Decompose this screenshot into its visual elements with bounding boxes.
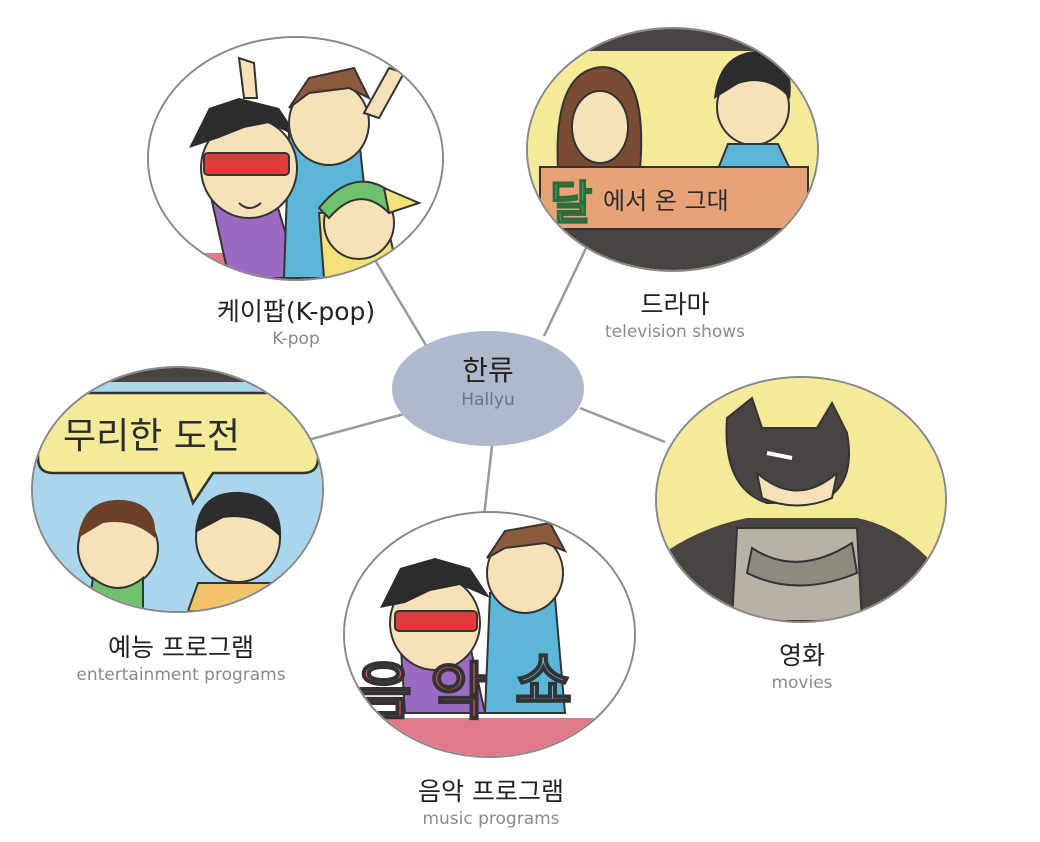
label-drama-ko: 드라마 <box>640 290 710 319</box>
drama-banner-big: 달 <box>550 176 592 230</box>
label-variety: 예능 프로그램 entertainment programs <box>21 632 341 686</box>
label-movie-en: movies <box>771 673 833 693</box>
music-sign-3: 쇼 <box>515 645 572 718</box>
label-movie-ko: 영화 <box>778 641 825 670</box>
label-kpop: 케이팝(K-pop) K-pop <box>136 296 456 350</box>
connector-drama <box>542 243 590 337</box>
variety-illustration: 무리한 도전 <box>31 366 324 613</box>
label-drama: 드라마 television shows <box>515 289 835 343</box>
label-drama-en: television shows <box>604 322 746 342</box>
movie-illustration <box>655 376 947 623</box>
music-illustration: 음 악 쇼 <box>343 511 636 758</box>
connector-variety <box>307 412 405 442</box>
label-movie: 영화 movies <box>642 640 962 694</box>
hub-subtitle: Hallyu <box>461 390 515 410</box>
kpop-illustration <box>147 36 444 281</box>
drama-banner-rest: 에서 온 그대 <box>603 187 729 215</box>
label-variety-en: entertainment programs <box>76 665 286 685</box>
hub-title: 한류 <box>462 354 514 387</box>
label-variety-ko: 예능 프로그램 <box>108 633 254 662</box>
hub-node: 한류 Hallyu <box>392 331 584 446</box>
connector-movie <box>579 406 666 444</box>
connector-music <box>482 445 494 517</box>
label-kpop-en: K-pop <box>272 329 320 349</box>
label-music: 음악 프로그램 music programs <box>331 776 651 830</box>
label-music-en: music programs <box>422 809 560 829</box>
drama-illustration: 달 에서 온 그대 <box>526 27 819 272</box>
variety-bubble-text: 무리한 도전 <box>63 416 240 457</box>
music-sign-2: 악 <box>430 655 487 728</box>
label-kpop-ko: 케이팝(K-pop) <box>216 297 376 326</box>
label-music-ko: 음악 프로그램 <box>418 777 564 806</box>
